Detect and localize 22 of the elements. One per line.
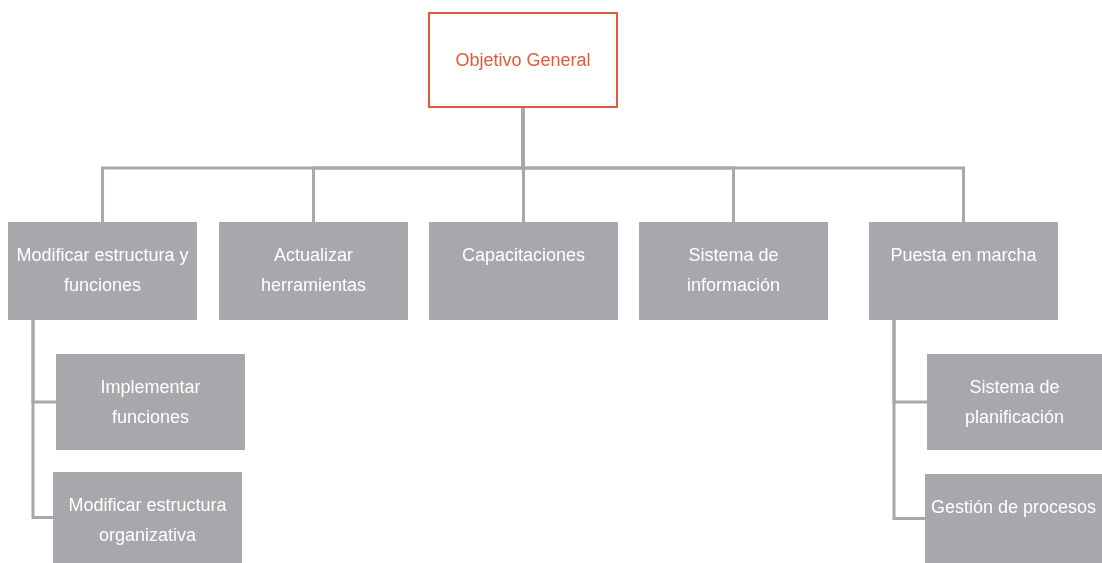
task-box xyxy=(927,354,1102,450)
box-label: Objetivo General xyxy=(454,49,592,72)
task-box xyxy=(869,222,1058,320)
box-label: Capacitaciones xyxy=(460,244,587,267)
goal-box xyxy=(428,12,618,108)
connector-line xyxy=(31,320,53,519)
task-box xyxy=(8,222,197,320)
task-box xyxy=(925,474,1102,563)
connector-line xyxy=(892,320,925,520)
task-box xyxy=(56,354,245,450)
box-label: Puesta en marcha xyxy=(889,244,1038,267)
task-box xyxy=(53,472,242,563)
box-label: Modificar estructura y funciones xyxy=(15,244,190,297)
box-label: Implementar funciones xyxy=(99,376,202,429)
task-box xyxy=(639,222,828,320)
task-box xyxy=(429,222,618,320)
box-label: Sistema de información xyxy=(685,244,781,297)
box-label: Actualizar herramientas xyxy=(259,244,367,297)
task-box xyxy=(219,222,408,320)
box-label: Gestión de procesos xyxy=(929,496,1098,519)
box-label: Modificar estructura organizativa xyxy=(67,494,228,547)
box-label: Sistema de planificación xyxy=(963,376,1066,429)
